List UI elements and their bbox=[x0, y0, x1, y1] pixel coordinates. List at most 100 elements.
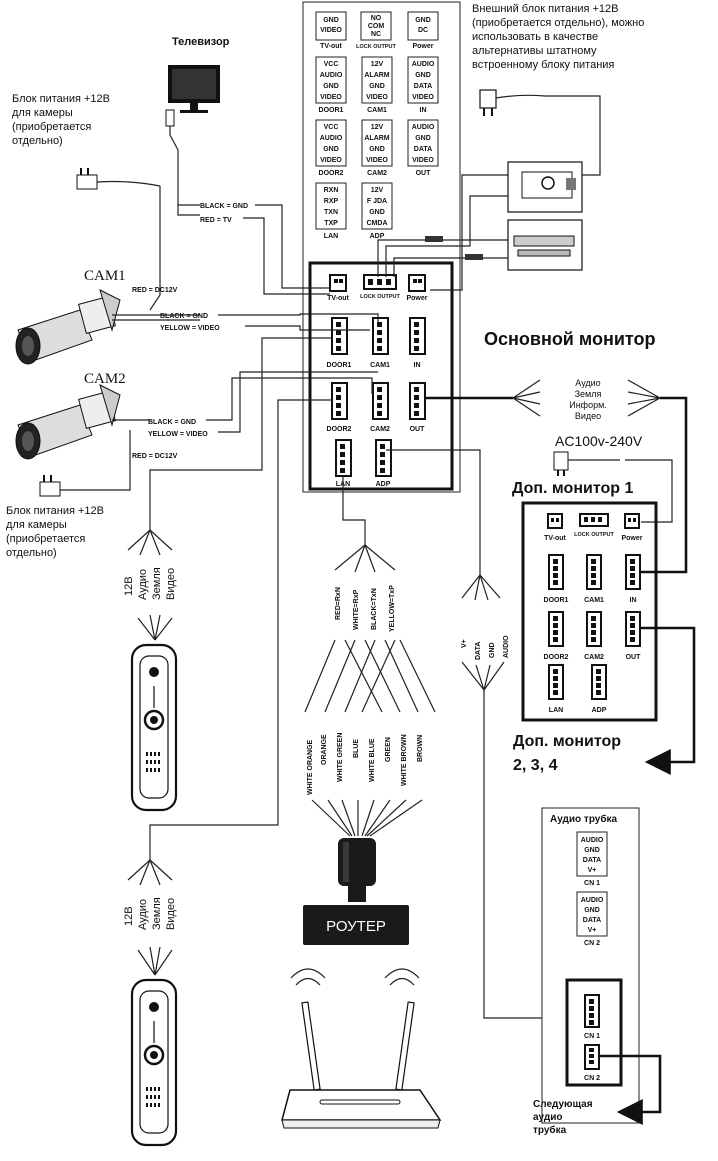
main-port-cam2: CAM2 bbox=[370, 382, 390, 433]
aux-port-door2: DOOR2 bbox=[544, 611, 569, 661]
svg-text:CN 1: CN 1 bbox=[584, 880, 600, 887]
svg-text:OUT: OUT bbox=[416, 170, 432, 177]
cam2-psu-icon bbox=[39, 475, 61, 497]
svg-text:V+: V+ bbox=[588, 927, 597, 934]
pin-table-door1: VCC AUDIO GND VIDEO DOOR1 bbox=[315, 56, 347, 114]
wire-label-red-dc2: RED = DC12V bbox=[132, 453, 178, 460]
svg-text:Видео: Видео bbox=[165, 898, 177, 930]
aux-port-power: Power bbox=[621, 513, 643, 542]
pin-table-adp: 12V F JDA GND CMDA ADP bbox=[361, 182, 393, 240]
svg-text:аудио: аудио bbox=[533, 1112, 562, 1123]
handset-connector-board bbox=[565, 978, 623, 1087]
svg-text:TXP: TXP bbox=[324, 220, 338, 227]
svg-text:Земля: Земля bbox=[575, 389, 602, 399]
main-port-power: Power bbox=[406, 274, 428, 302]
svg-text:COM: COM bbox=[368, 23, 385, 30]
svg-text:AUDIO: AUDIO bbox=[320, 72, 343, 79]
svg-text:VIDEO: VIDEO bbox=[320, 94, 342, 101]
aux-port-door1: DOOR1 bbox=[544, 554, 569, 604]
svg-text:CAM1: CAM1 bbox=[584, 597, 604, 604]
next-monitors-cable bbox=[640, 626, 696, 775]
svg-text:IN: IN bbox=[420, 107, 427, 114]
main-port-lock: LOCK OUTPUT bbox=[360, 274, 400, 300]
svg-text:CAM2: CAM2 bbox=[584, 654, 604, 661]
svg-text:ADP: ADP bbox=[376, 481, 391, 488]
svg-text:OUT: OUT bbox=[626, 654, 642, 661]
svg-text:Power: Power bbox=[621, 535, 642, 542]
svg-text:DATA: DATA bbox=[583, 857, 601, 864]
svg-text:V+: V+ bbox=[461, 639, 468, 648]
cam-psu-note-1: Блок питания +12В для камеры (приобретае… bbox=[12, 93, 110, 147]
svg-text:OUT: OUT bbox=[410, 426, 426, 433]
svg-text:ALARM: ALARM bbox=[364, 135, 389, 142]
svg-text:DOOR1: DOOR1 bbox=[327, 362, 352, 369]
pin-table-power: GND DC Power bbox=[407, 11, 439, 50]
svg-text:DOOR2: DOOR2 bbox=[327, 426, 352, 433]
svg-text:(приобретается отдельно), можн: (приобретается отдельно), можно bbox=[472, 17, 644, 29]
wire-label-red-tv: RED = TV bbox=[200, 217, 232, 224]
aux-port-cam1: CAM1 bbox=[584, 554, 604, 604]
svg-text:Земля: Земля bbox=[151, 567, 163, 600]
lock-wire-2 bbox=[385, 195, 508, 277]
adp-wire-labels: V+ DATA GND AUDIO bbox=[461, 635, 510, 660]
svg-text:CN 2: CN 2 bbox=[584, 1075, 600, 1082]
aux-port-cam2: CAM2 bbox=[584, 611, 604, 661]
svg-text:GND: GND bbox=[369, 209, 385, 216]
svg-text:12V: 12V bbox=[371, 187, 384, 194]
svg-text:Power: Power bbox=[412, 43, 433, 50]
svg-text:DOOR2: DOOR2 bbox=[544, 654, 569, 661]
svg-text:Аудио: Аудио bbox=[137, 569, 149, 600]
svg-text:TV-out: TV-out bbox=[544, 535, 566, 542]
svg-text:IN: IN bbox=[414, 362, 421, 369]
svg-text:AUDIO: AUDIO bbox=[412, 61, 435, 68]
aux-connector-board bbox=[521, 501, 658, 722]
wire-label-black-gnd: BLACK = GND bbox=[200, 203, 248, 210]
svg-text:ORANGE: ORANGE bbox=[321, 734, 328, 765]
svg-text:YELLOW=TxP: YELLOW=TxP bbox=[389, 585, 396, 632]
door2-wire-labels: 12В Аудио Земля Видео bbox=[123, 897, 177, 930]
lock-wire-1 bbox=[377, 239, 508, 277]
aux-port-tv-out: TV-out bbox=[544, 513, 567, 542]
svg-text:GND: GND bbox=[584, 907, 600, 914]
pin-table-door2: VCC AUDIO GND VIDEO DOOR2 bbox=[315, 119, 347, 177]
svg-text:IN: IN bbox=[630, 597, 637, 604]
main-port-adp: ADP bbox=[375, 439, 392, 488]
svg-text:РОУТЕР: РОУТЕР bbox=[326, 918, 386, 935]
door-panel-1 bbox=[130, 643, 178, 812]
handset-pin-table-cn1: AUDIO GND DATA V+ CN 1 bbox=[576, 831, 608, 887]
svg-text:GND: GND bbox=[323, 146, 339, 153]
pin-table-lock: NO COM NC LOCK OUTPUT bbox=[356, 11, 396, 50]
cam1-label: CAM1 bbox=[84, 268, 126, 284]
cam1-psu-icon bbox=[76, 168, 161, 190]
svg-text:GND: GND bbox=[369, 83, 385, 90]
adp-cable bbox=[386, 449, 481, 575]
svg-text:GND: GND bbox=[323, 17, 339, 24]
main-port-in: IN bbox=[409, 317, 426, 369]
svg-text:GREEN: GREEN bbox=[385, 737, 392, 762]
pin-table-lan: RXN RXP TXN TXP LAN bbox=[315, 182, 347, 240]
pin-table-cam1: 12V ALARM GND VIDEO CAM1 bbox=[361, 56, 393, 114]
aux-port-adp: ADP bbox=[591, 664, 607, 714]
ac-plug-icon bbox=[553, 451, 569, 476]
svg-text:BROWN: BROWN bbox=[417, 735, 424, 762]
main-port-door1: DOOR1 bbox=[327, 317, 352, 369]
svg-text:для камеры: для камеры bbox=[12, 107, 73, 119]
handset-port-cn1: CN 1 bbox=[584, 994, 600, 1040]
svg-text:отдельно): отдельно) bbox=[6, 547, 57, 559]
svg-text:WHITE GREEN: WHITE GREEN bbox=[337, 733, 344, 782]
svg-text:TV-out: TV-out bbox=[320, 43, 342, 50]
svg-text:AUDIO: AUDIO bbox=[412, 124, 435, 131]
svg-text:отдельно): отдельно) bbox=[12, 135, 63, 147]
svg-text:GND: GND bbox=[489, 642, 496, 658]
svg-text:Аудио: Аудио bbox=[575, 378, 600, 388]
bus-in-cable bbox=[641, 396, 688, 574]
svg-text:VIDEO: VIDEO bbox=[412, 157, 434, 164]
svg-text:(приобретается: (приобретается bbox=[12, 121, 91, 133]
door-panel-2 bbox=[130, 978, 178, 1147]
router-icon bbox=[281, 968, 442, 1129]
rj45-color-labels: WHITE ORANGE ORANGE WHITE GREEN BLUE WHI… bbox=[307, 733, 424, 795]
svg-text:CAM2: CAM2 bbox=[370, 426, 390, 433]
svg-text:LOCK OUTPUT: LOCK OUTPUT bbox=[574, 532, 614, 538]
aux-port-out: OUT bbox=[625, 611, 642, 661]
aux-port-lock: LOCK OUTPUT bbox=[574, 513, 614, 538]
